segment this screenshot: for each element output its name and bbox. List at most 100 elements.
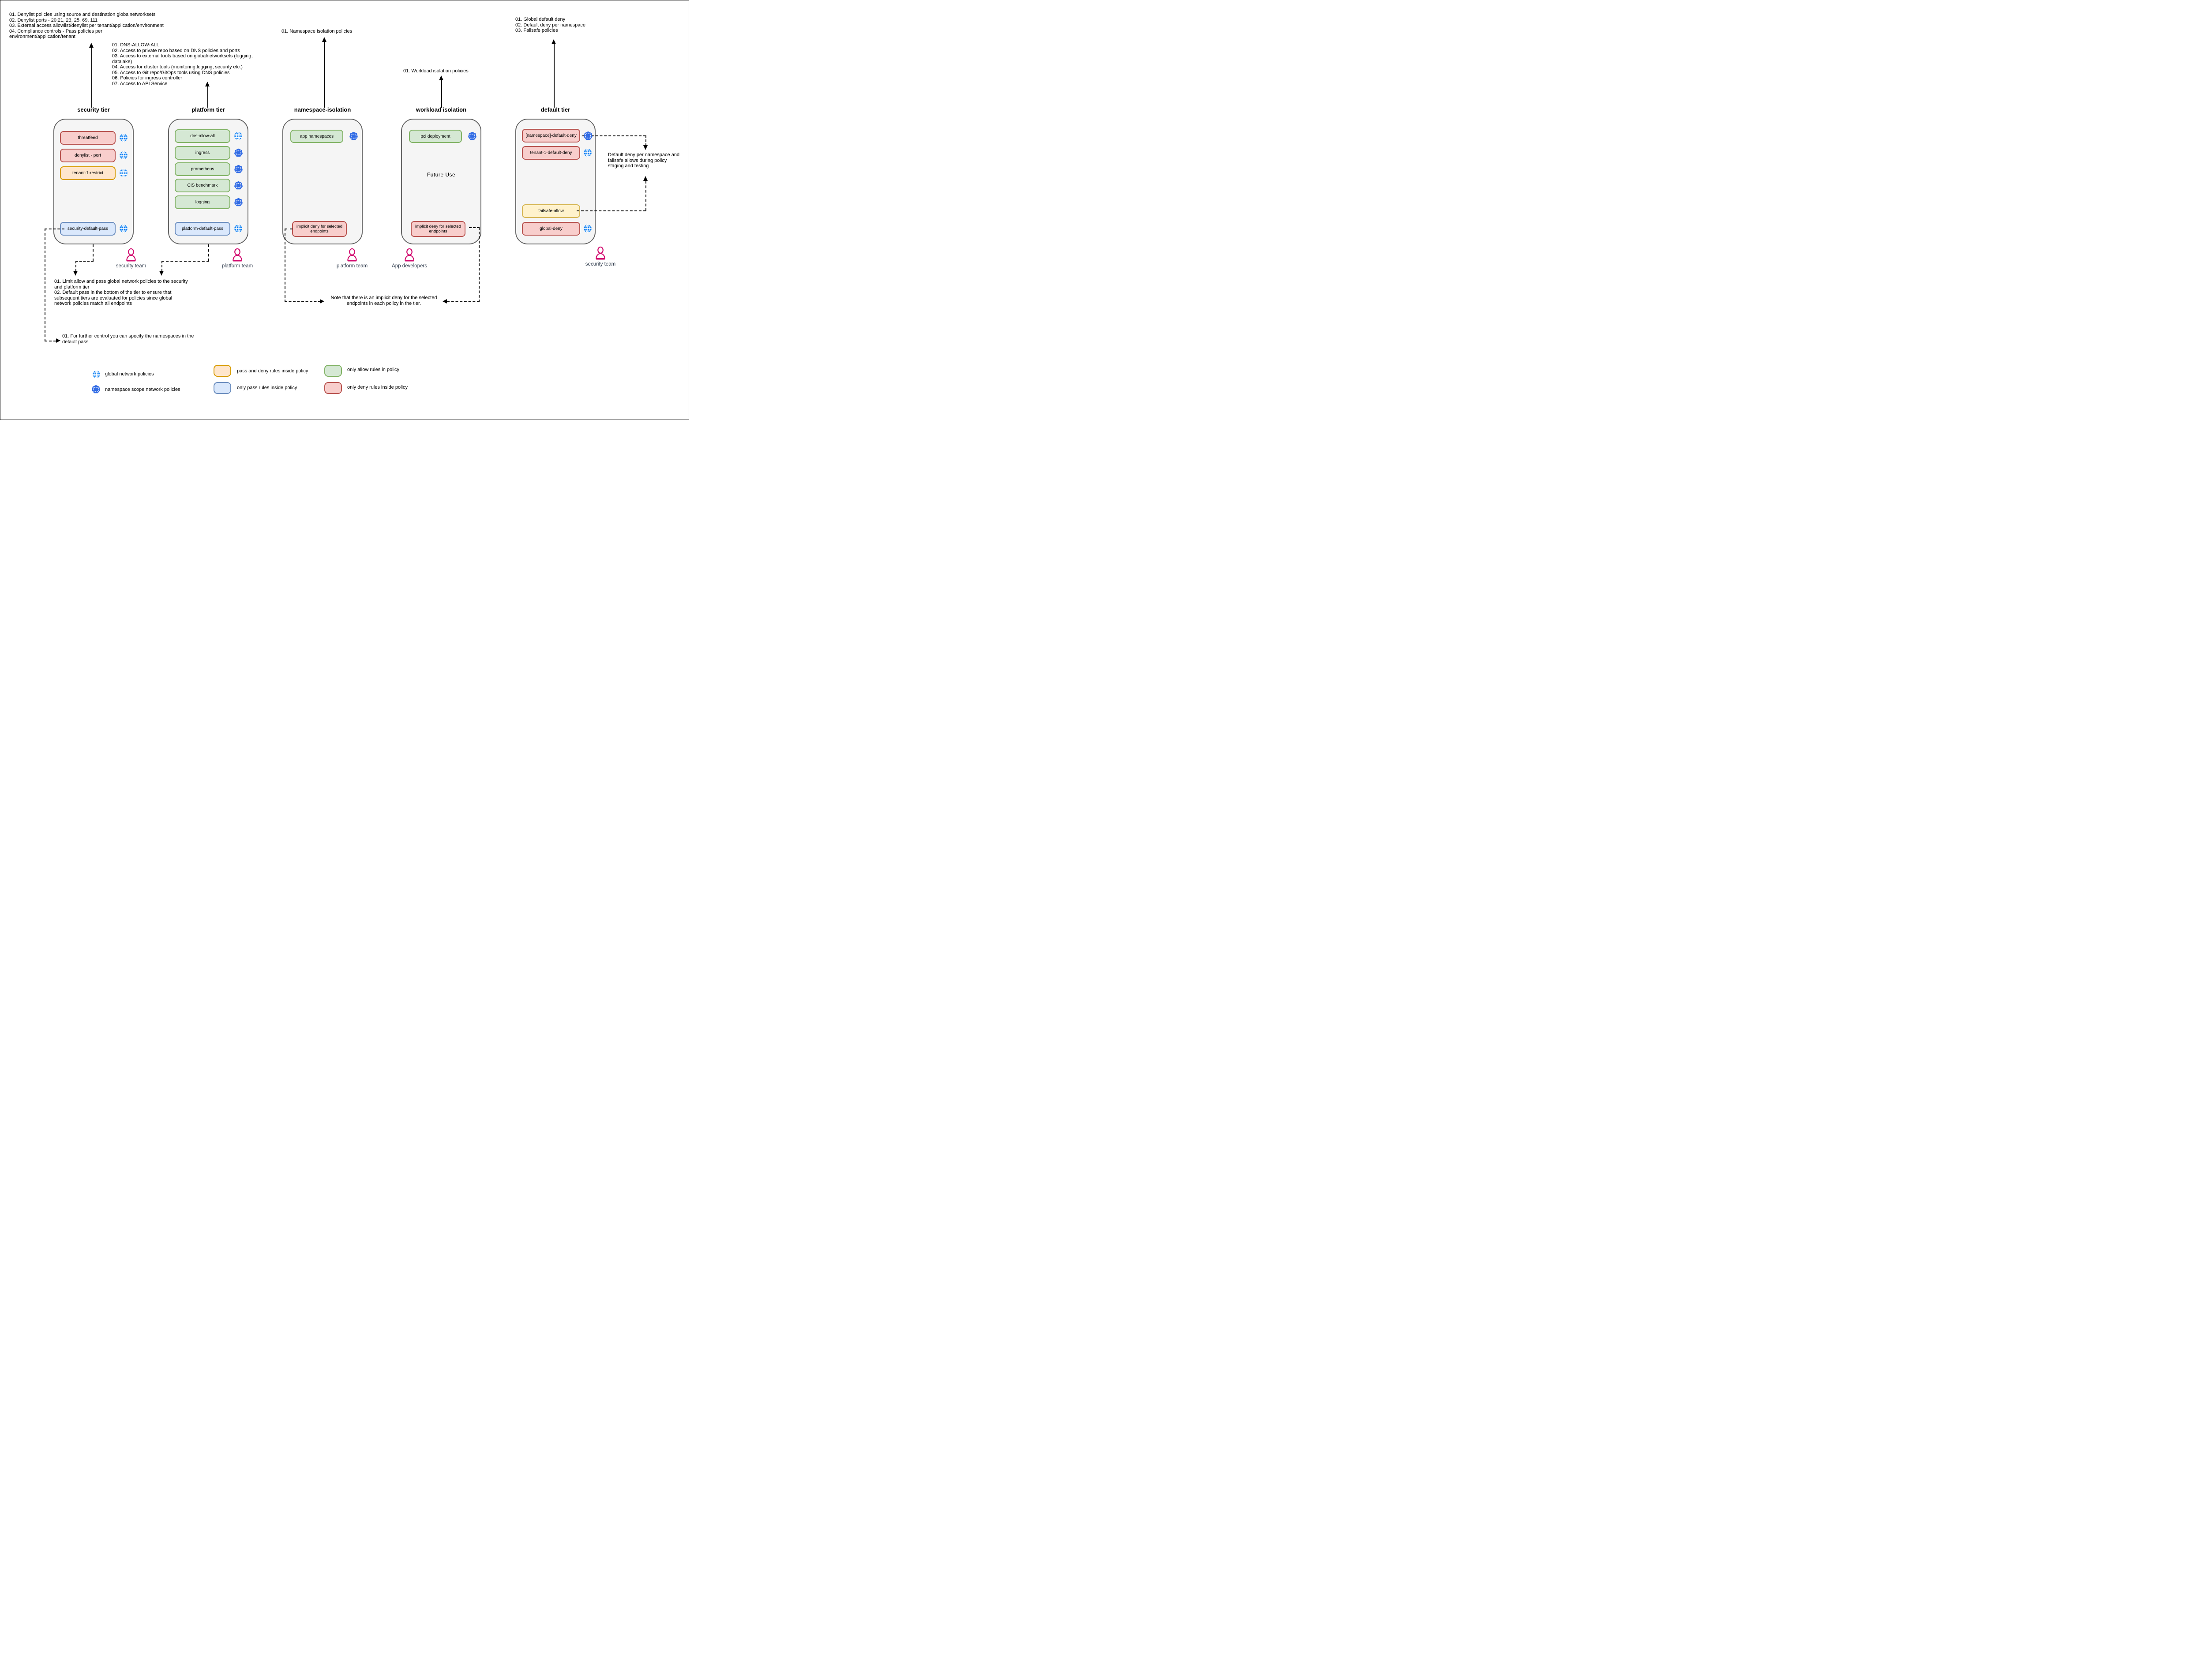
tier-title-workload-isolation: workload isolation — [416, 106, 467, 113]
legend-pass-deny: pass and deny rules inside policy — [237, 368, 308, 374]
team-app-developers: App developers — [385, 248, 434, 269]
team-security: security team — [107, 248, 155, 269]
note-limit-allow: 01. Limit allow and pass global network … — [54, 279, 188, 306]
policy-label: implicit deny for selected endpoints — [415, 224, 461, 234]
connector-security-bottom-v1 — [93, 244, 94, 261]
policy-label: app namespaces — [300, 134, 334, 139]
connector-ns-implicit-h2 — [285, 301, 321, 302]
arrow-platform — [207, 86, 208, 108]
arrow-head-default — [552, 39, 556, 44]
namespace-scope-icon — [234, 181, 243, 190]
team-label: security team — [585, 262, 616, 267]
arrow-head-limit-allow-1 — [73, 271, 78, 276]
legend-deny: only deny rules inside policy — [347, 385, 408, 390]
namespace-scope-icon — [349, 131, 358, 141]
policy-tenant-1-restrict: tenant-1-restrict — [60, 166, 116, 180]
connector-platform-bottom-h — [161, 261, 209, 262]
arrow-head-security — [89, 43, 94, 48]
arrow-head-implicit-left — [320, 299, 324, 304]
policy-label: pci deployment — [420, 134, 450, 139]
arrow-security — [91, 47, 92, 108]
connector-default-deny-h — [582, 135, 646, 136]
team-security-2: security team — [576, 246, 625, 267]
person-icon — [124, 248, 138, 262]
team-label: platform team — [221, 263, 253, 269]
policy-label: security-default-pass — [67, 226, 109, 231]
globe-icon — [119, 224, 128, 233]
namespace-scope-icon — [91, 385, 101, 394]
globe-icon — [583, 224, 592, 233]
note-security-tier: 01. Denylist policies using source and d… — [9, 12, 164, 39]
person-icon — [403, 248, 416, 262]
tier-platform: platform tier dns-allow-all ingress prom… — [168, 106, 248, 254]
note-implicit-deny: Note that there is an implicit deny for … — [330, 295, 437, 306]
arrow-head-further-control — [56, 338, 60, 343]
arrow-head-workload — [439, 75, 443, 80]
policy-tenant-1-default-deny: tenant-1-default-deny — [522, 146, 580, 160]
globe-icon — [119, 151, 128, 160]
connector-security-bottom-v2 — [75, 261, 76, 271]
globe-icon — [234, 224, 243, 233]
person-icon — [345, 248, 359, 262]
tier-namespace-isolation: namespace-isolation app namespaces impli… — [282, 106, 363, 254]
connector-failsafe-h — [577, 210, 646, 211]
policy-cis-benchmark: CIS benchmark — [175, 179, 230, 192]
connector-security-bottom-h — [75, 261, 94, 262]
legend-swatch-deny — [324, 382, 342, 394]
legend-pass: only pass rules inside policy — [237, 385, 297, 390]
note-default-tier: 01. Global default deny 02. Default deny… — [515, 17, 585, 33]
namespace-scope-icon — [234, 148, 243, 158]
tier-title-default: default tier — [540, 106, 570, 113]
policy-label: failsafe-allow — [538, 209, 564, 214]
arrow-head-namespace — [322, 37, 326, 42]
namespace-scope-icon — [234, 165, 243, 174]
policy-security-default-pass: security-default-pass — [60, 222, 116, 236]
future-use-label: Future Use — [427, 172, 456, 178]
globe-icon — [119, 169, 128, 177]
note-namespace-isolation: 01. Namespace isolation policies — [281, 29, 353, 34]
policy-label: CIS benchmark — [187, 183, 218, 188]
globe-icon — [92, 370, 101, 379]
tier-workload-isolation: workload isolation pci deployment Future… — [401, 106, 481, 254]
policy-ingress: ingress — [175, 146, 230, 160]
policy-label: threatfeed — [78, 135, 98, 140]
policy-label: ingress — [195, 150, 210, 155]
policy-prometheus: prometheus — [175, 162, 230, 176]
policy-implicit-deny: implicit deny for selected endpoints — [292, 221, 347, 237]
note-default-deny: Default deny per namespace and failsafe … — [608, 152, 680, 169]
arrow-workload — [441, 80, 442, 108]
policy-logging: logging — [175, 195, 230, 209]
policy-threatfeed: threatfeed — [60, 131, 116, 145]
policy-label: implicit deny for selected endpoints — [296, 224, 343, 234]
team-platform-2: platform team — [328, 248, 376, 269]
namespace-scope-icon — [468, 131, 477, 141]
namespace-scope-icon — [583, 131, 593, 141]
policy-label: dns-allow-all — [190, 134, 215, 139]
note-further-control: 01. For further control you can specify … — [62, 334, 194, 345]
note-platform-tier: 01. DNS-ALLOW-ALL 02. Access to private … — [112, 42, 253, 86]
policy-namespace-default-deny: [namespace]-default-deny — [522, 129, 580, 142]
namespace-scope-icon — [234, 198, 243, 207]
legend-namespace-policies: namespace scope network policies — [105, 387, 180, 392]
tier-title-platform: platform tier — [191, 106, 225, 113]
policy-global-deny: global-deny — [522, 222, 580, 236]
legend-swatch-pass-deny — [214, 365, 231, 377]
policy-implicit-deny: implicit deny for selected endpoints — [411, 221, 465, 237]
team-label: security team — [116, 263, 146, 269]
tier-default: default tier [namespace]-default-deny te… — [515, 106, 596, 254]
policy-dns-allow-all: dns-allow-all — [175, 129, 230, 143]
connector-wl-implicit-h1 — [469, 227, 480, 228]
connector-platform-bottom-v1 — [208, 244, 209, 261]
connector-platform-bottom-v2 — [161, 261, 162, 271]
policy-label: logging — [195, 200, 210, 205]
policy-platform-default-pass: platform-default-pass — [175, 222, 230, 236]
legend-allow: only allow rules in policy — [347, 367, 399, 372]
globe-icon — [583, 148, 592, 157]
team-platform: platform team — [213, 248, 262, 269]
policy-label: global-deny — [540, 226, 563, 231]
arrow-head-default-note-up — [643, 176, 648, 181]
globe-icon — [119, 133, 128, 142]
connector-wl-implicit-h2 — [447, 301, 480, 302]
globe-icon — [234, 131, 243, 140]
arrow-head-default-note-down — [643, 145, 648, 150]
